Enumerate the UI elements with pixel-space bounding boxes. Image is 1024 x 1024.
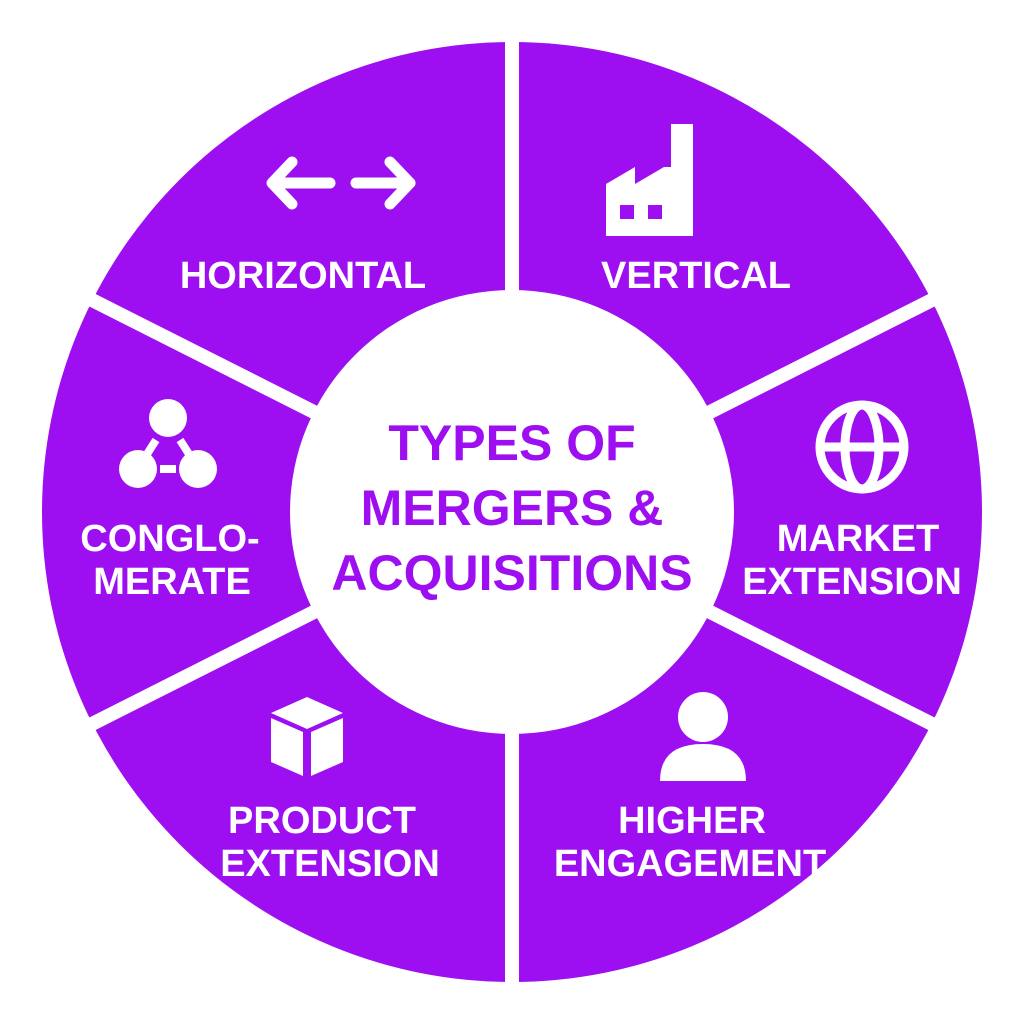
network-icon	[119, 399, 217, 488]
segment-label-vertical: VERTICAL	[601, 255, 791, 297]
segment-label-product-extension-line-2: EXTENSION	[220, 843, 440, 885]
segment-vertical: VERTICAL	[601, 124, 791, 297]
segment-product-extension: PRODUCT EXTENSION	[220, 697, 440, 885]
segment-market-extension: MARKET EXTENSION	[742, 400, 962, 603]
segment-higher-engagement: HIGHER ENGAGEMENT	[554, 692, 826, 885]
segment-dividers	[88, 30, 936, 994]
box-icon	[271, 697, 343, 776]
segment-label-conglomerate-line-2: MERATE	[93, 561, 251, 603]
segment-label-higher-engagement-line-1: HIGHER	[618, 800, 766, 842]
segment-label-market-extension-line-2: EXTENSION	[742, 561, 962, 603]
center-title-line-3: ACQUISITIONS	[331, 545, 692, 601]
segment-label-market-extension-line-1: MARKET	[777, 518, 940, 560]
segment-label-horizontal: HORIZONTAL	[180, 255, 426, 297]
center-circle	[290, 290, 734, 734]
center-title: TYPES OF MERGERS & ACQUISITIONS	[331, 415, 692, 601]
user-icon	[660, 692, 746, 781]
center-title-line-1: TYPES OF	[388, 415, 635, 471]
factory-icon	[606, 124, 693, 236]
double-arrow-icon	[266, 156, 416, 210]
segment-conglomerate: CONGLO- MERATE	[80, 399, 260, 603]
segment-label-higher-engagement-line-2: ENGAGEMENT	[554, 843, 826, 885]
globe-icon	[815, 400, 909, 494]
segment-label-conglomerate-line-1: CONGLO-	[80, 518, 259, 560]
center-title-line-2: MERGERS &	[361, 480, 664, 536]
segment-label-product-extension-line-1: PRODUCT	[228, 800, 416, 842]
segment-horizontal: HORIZONTAL	[180, 156, 426, 297]
